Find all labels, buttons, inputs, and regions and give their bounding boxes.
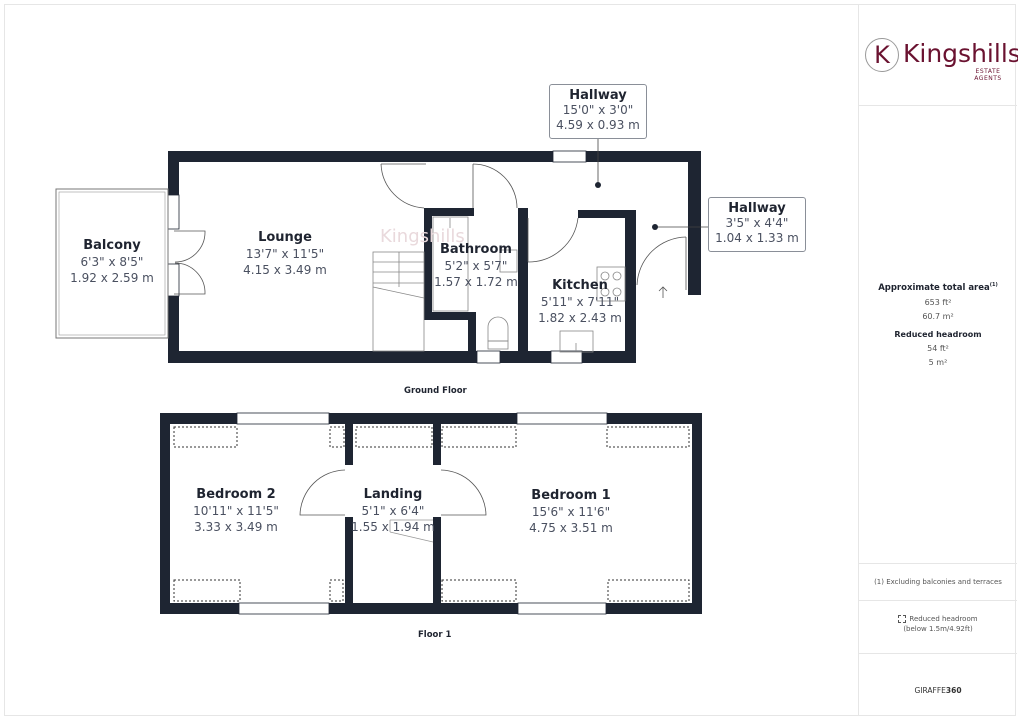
room-name: Bathroom bbox=[440, 242, 512, 257]
area-section: Approximate total area(1) 653 ft² 60.7 m… bbox=[859, 106, 1017, 564]
floor-plan-drawing bbox=[55, 138, 710, 615]
room-metric: 1.92 x 2.59 m bbox=[70, 271, 154, 285]
room-landing: Landing 5'1" x 6'4" 1.55 x 1.94 m bbox=[343, 487, 443, 535]
legend-line: Reduced headroom bbox=[859, 615, 1017, 623]
room-name: Balcony bbox=[83, 238, 141, 253]
room-balcony: Balcony 6'3" x 8'5" 1.92 x 2.59 m bbox=[56, 238, 168, 286]
room-bedroom-2: Bedroom 2 10'11" x 11'5" 3.33 x 3.49 m bbox=[180, 487, 292, 535]
total-area-ft: 653 ft² bbox=[924, 297, 952, 307]
legend-label: Reduced headroom bbox=[909, 615, 978, 623]
room-name: Lounge bbox=[258, 230, 312, 245]
room-kitchen: Kitchen 5'11" x 7'11" 1.82 x 2.43 m bbox=[530, 278, 630, 326]
callout-hallway-main: Hallway 15'0" x 3'0" 4.59 x 0.93 m bbox=[549, 84, 647, 139]
room-imperial: 5'11" x 7'11" bbox=[540, 295, 620, 309]
room-imperial: 5'2" x 5'7" bbox=[444, 259, 508, 273]
room-bathroom: Bathroom 5'2" x 5'7" 1.57 x 1.72 m bbox=[428, 242, 524, 290]
room-imperial: 6'3" x 8'5" bbox=[80, 255, 144, 269]
room-bedroom-1: Bedroom 1 15'6" x 11'6" 4.75 x 3.51 m bbox=[515, 488, 627, 536]
reduced-headroom-legend-icon bbox=[898, 615, 907, 623]
room-imperial: 15'0" x 3'0" bbox=[562, 103, 634, 117]
room-imperial: 3'5" x 4'4" bbox=[725, 216, 789, 230]
room-imperial: 10'11" x 11'5" bbox=[193, 504, 279, 518]
brand-light: GIRAFFE bbox=[914, 686, 946, 695]
room-name: Hallway bbox=[569, 88, 627, 103]
giraffe360-brand: GIRAFFE360 bbox=[859, 686, 1017, 695]
kingshills-logo: K Kingshills ESTATE AGENTS bbox=[865, 38, 1018, 82]
room-name: Hallway bbox=[728, 201, 786, 216]
room-metric: 1.04 x 1.33 m bbox=[715, 231, 799, 245]
room-name: Landing bbox=[363, 487, 423, 502]
info-panel: K Kingshills ESTATE AGENTS Approximate t… bbox=[858, 4, 1018, 716]
brand-subtitle: ESTATE AGENTS bbox=[974, 68, 1002, 82]
page-frame bbox=[4, 4, 1016, 716]
excluding-note: (1) Excluding balconies and terraces bbox=[874, 578, 1002, 586]
room-metric: 1.57 x 1.72 m bbox=[434, 275, 518, 289]
room-imperial: 5'1" x 6'4" bbox=[361, 504, 425, 518]
floor-label-first: Floor 1 bbox=[418, 630, 452, 640]
legend-section: Reduced headroom (below 1.5m/4.92ft) bbox=[859, 601, 1017, 654]
brand-name: Kingshills bbox=[903, 39, 1018, 68]
reduced-headroom-ft: 54 ft² bbox=[927, 343, 949, 353]
legend-sub: (below 1.5m/4.92ft) bbox=[903, 625, 973, 633]
room-name: Bedroom 2 bbox=[196, 487, 276, 502]
room-lounge: Lounge 13'7" x 11'5" 4.15 x 3.49 m bbox=[220, 230, 350, 278]
total-area-m: 60.7 m² bbox=[922, 311, 954, 321]
room-name: Kitchen bbox=[552, 278, 608, 293]
brand-bold: 360 bbox=[945, 686, 962, 695]
room-metric: 4.59 x 0.93 m bbox=[556, 118, 640, 132]
note-section: (1) Excluding balconies and terraces bbox=[859, 564, 1017, 601]
watermark: Kingshills bbox=[380, 226, 465, 247]
logo-section: K Kingshills ESTATE AGENTS bbox=[859, 4, 1018, 106]
logo-k-icon: K bbox=[865, 38, 899, 72]
room-imperial: 13'7" x 11'5" bbox=[245, 247, 325, 261]
room-metric: 4.15 x 3.49 m bbox=[243, 263, 327, 277]
room-metric: 1.82 x 2.43 m bbox=[538, 311, 622, 325]
reduced-headroom-m: 5 m² bbox=[928, 357, 948, 367]
room-imperial: 15'6" x 11'6" bbox=[531, 505, 611, 519]
room-metric: 3.33 x 3.49 m bbox=[194, 520, 278, 534]
reduced-headroom-title: Reduced headroom bbox=[894, 329, 982, 339]
room-metric: 1.55 x 1.94 m bbox=[351, 520, 435, 534]
footer-section: GIRAFFE360 bbox=[859, 654, 1017, 716]
callout-hallway-entrance: Hallway 3'5" x 4'4" 1.04 x 1.33 m bbox=[708, 197, 806, 252]
room-metric: 4.75 x 3.51 m bbox=[529, 521, 613, 535]
floor-label-ground: Ground Floor bbox=[404, 386, 467, 396]
total-area-title: Approximate total area(1) bbox=[878, 282, 998, 293]
room-name: Bedroom 1 bbox=[531, 488, 611, 503]
